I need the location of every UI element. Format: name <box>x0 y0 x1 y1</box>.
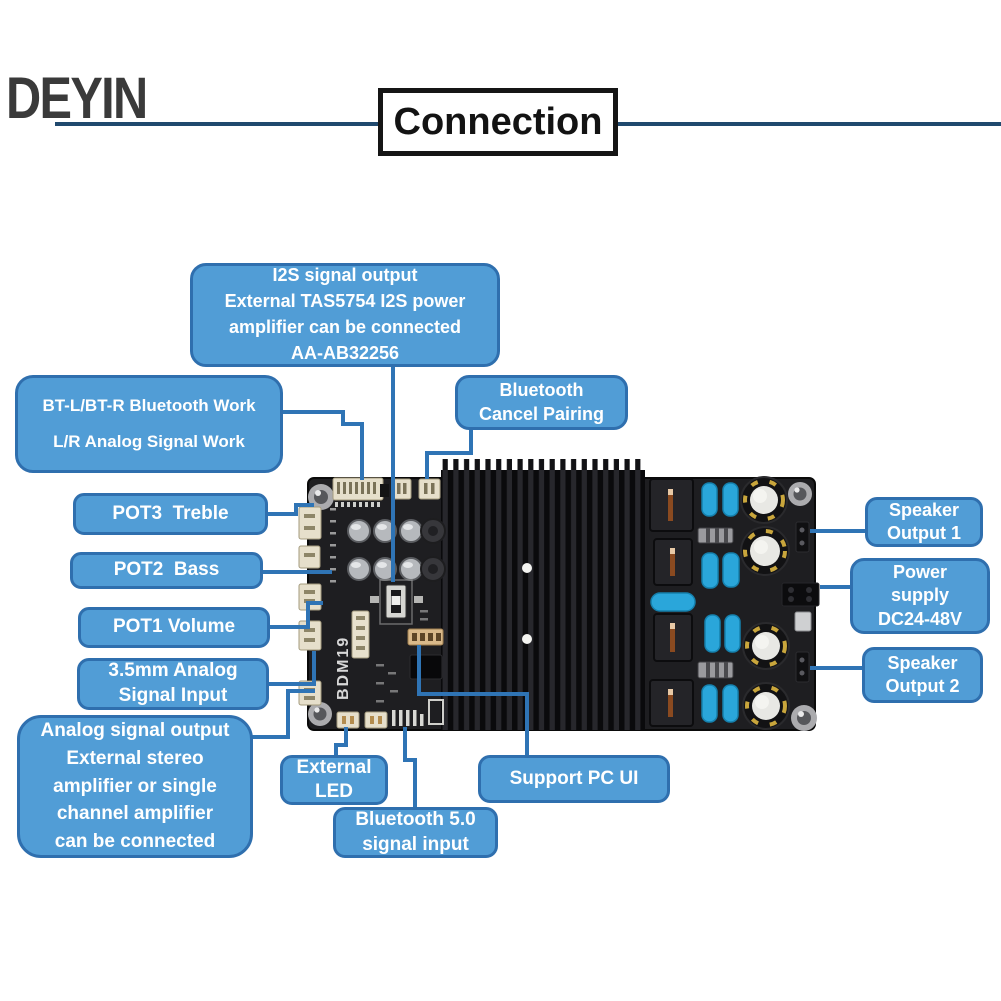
ic-chip <box>409 654 443 680</box>
callout-bluetooth-cancel-pairing: Bluetooth Cancel Pairing <box>455 375 628 430</box>
small-capacitors <box>347 518 446 582</box>
left-edge-connectors <box>298 506 322 706</box>
callout-pot2-bass: POT2 Bass <box>70 552 263 589</box>
callout-external-led: External LED <box>280 755 388 805</box>
callout-text-line: External stereo <box>66 747 204 769</box>
annotation-line-analog-output <box>251 689 315 739</box>
top-edge-connectors <box>332 477 441 507</box>
bulk-capacitors <box>740 476 790 730</box>
callout-speaker-output-2: Speaker Output 2 <box>862 647 983 703</box>
callout-text-line: Cancel Pairing <box>478 403 605 424</box>
callout-text-line: Output 1 <box>887 523 961 543</box>
output-inductors <box>649 478 694 727</box>
power-connector <box>781 582 820 607</box>
annotation-line-external-led <box>334 727 348 757</box>
callout-support-pc-ui: Support PC UI <box>478 755 670 803</box>
callout-text-line: Analog signal output <box>40 719 230 741</box>
callout-text-line: 3.5mm Analog <box>108 660 238 682</box>
slide-switch <box>370 579 423 625</box>
heatsink-screw-hole <box>522 634 532 644</box>
small-coil <box>420 518 446 544</box>
callout-analog-signal-output: Analog signal output External stereo amp… <box>17 715 253 858</box>
callout-text-line: I2S signal output <box>272 265 418 286</box>
bottom-edge-connectors <box>336 699 444 729</box>
annotation-line-cancel-pairing <box>425 430 473 479</box>
callout-text-line: LED <box>315 781 353 802</box>
callout-text-line: Speaker <box>888 499 960 520</box>
annotation-line-pot1 <box>268 601 323 629</box>
annotation-line-bt5-input <box>403 727 417 809</box>
callout-i2s-signal-output: I2S signal output External TAS5754 I2S p… <box>190 263 500 367</box>
callout-text-line: signal input <box>362 833 469 855</box>
callout-text-line: POT2 Bass <box>113 559 220 581</box>
callout-text-line: Support PC UI <box>509 767 639 789</box>
film-capacitors <box>650 482 741 723</box>
callout-text-line: BT-L/BT-R Bluetooth Work <box>42 396 256 416</box>
annotation-line-pc-ui <box>417 645 529 757</box>
callout-text-line: DC24-48V <box>877 608 963 629</box>
annotation-line-bt-work <box>283 410 364 480</box>
page-title: Connection <box>378 88 618 156</box>
callout-35mm-analog-input: 3.5mm Analog Signal Input <box>77 658 269 710</box>
callout-text-line: supply <box>890 585 949 606</box>
speaker2-header <box>795 651 810 683</box>
callout-text-line: Power <box>892 561 948 582</box>
annotation-line-35mm-input <box>267 651 316 686</box>
callout-text-line: L/R Analog Signal Work <box>53 432 245 452</box>
callout-power-supply: Power supply DC24-48V <box>850 558 990 634</box>
pcb-antenna <box>392 699 444 726</box>
callout-text-line: amplifier or single <box>53 775 217 797</box>
callout-pot1-volume: POT1 Volume <box>78 607 270 648</box>
annotation-line-pot3 <box>266 503 314 516</box>
callout-text-line: External TAS5754 I2S power <box>224 291 466 312</box>
annotation-lines <box>251 367 867 809</box>
heatsink <box>441 459 645 730</box>
callout-text-line: External <box>296 757 372 779</box>
page-title-text: Connection <box>393 100 603 143</box>
silkscreen: BDM19 <box>330 508 428 703</box>
callout-text-line: channel amplifier <box>56 803 214 825</box>
callout-bluetooth5-signal-input: Bluetooth 5.0 signal input <box>333 807 498 858</box>
board-silkscreen-label: BDM19 <box>335 636 352 700</box>
speaker1-header <box>795 521 810 553</box>
callout-text-line: Bluetooth 5.0 <box>355 808 476 830</box>
callout-text-line: Bluetooth <box>499 380 584 401</box>
heatsink-screw-hole <box>522 563 532 573</box>
right-edge-connectors <box>781 521 820 683</box>
callout-pot3-treble: POT3 Treble <box>73 493 268 535</box>
callout-text-line: Signal Input <box>118 685 228 706</box>
callout-text-line: Output 2 <box>885 676 960 696</box>
brand-logo: DEYIN <box>6 66 148 131</box>
callout-text-line: can be connected <box>54 831 216 853</box>
mounting-holes <box>308 482 817 731</box>
callout-speaker-output-1: Speaker Output 1 <box>865 497 983 547</box>
callout-text-line: Speaker <box>887 652 958 673</box>
callout-text-line: AA-AB32256 <box>290 342 400 363</box>
callout-bluetooth-analog-work: BT-L/BT-R Bluetooth Work L/R Analog Sign… <box>15 375 283 473</box>
crystal-oscillator <box>794 611 812 632</box>
callout-text-line: POT3 Treble <box>112 502 229 524</box>
power-resistors <box>697 527 734 679</box>
callout-text-line: amplifier can be connected <box>228 317 462 337</box>
small-coil <box>420 556 446 582</box>
callout-text-line: POT1 Volume <box>112 616 236 638</box>
